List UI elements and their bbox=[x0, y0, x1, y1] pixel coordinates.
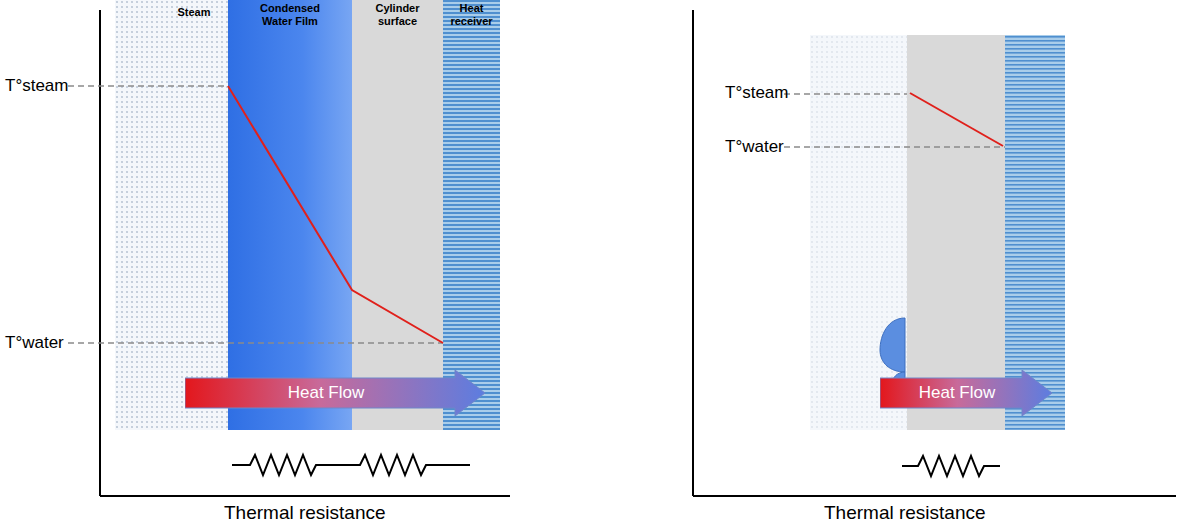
temperature-label: T°water bbox=[5, 333, 64, 353]
axis-title: Thermal resistance bbox=[224, 502, 386, 524]
arrow-body bbox=[185, 370, 485, 416]
temperature-profile bbox=[910, 93, 1003, 146]
axis-line bbox=[100, 495, 510, 497]
temperature-profile bbox=[228, 86, 443, 343]
arrow-text-holder: Heat Flow bbox=[880, 370, 1052, 416]
water-droplet bbox=[880, 318, 905, 372]
temperature-label: T°steam bbox=[5, 76, 68, 96]
band-heading: Heat receiver bbox=[444, 2, 499, 28]
band-heading: Steam bbox=[164, 6, 224, 19]
cylinder-band bbox=[907, 35, 1005, 430]
heat-flow-arrow: Heat Flow bbox=[185, 370, 485, 416]
axis-title: Thermal resistance bbox=[824, 502, 986, 524]
steam-band: Steam bbox=[115, 0, 228, 430]
resistor-symbol bbox=[232, 455, 470, 475]
arrow-text-holder: Heat Flow bbox=[185, 370, 485, 416]
temperature-label: T°steam bbox=[725, 83, 788, 103]
band-heading: Condensed Water Film bbox=[250, 2, 330, 28]
guide-line bbox=[784, 146, 1005, 148]
cylinder-band: Cylinder surface bbox=[352, 0, 443, 430]
resistor-symbol bbox=[902, 456, 1000, 476]
guide-line bbox=[68, 342, 443, 344]
heat-flow-arrow: Heat Flow bbox=[880, 370, 1052, 416]
receiver-band: Heat receiver bbox=[443, 0, 500, 430]
receiver-band bbox=[1005, 35, 1065, 430]
guide-line bbox=[68, 85, 228, 87]
axis-line bbox=[693, 495, 1176, 497]
guide-line bbox=[784, 93, 907, 95]
axis-line bbox=[692, 10, 694, 496]
arrow-label: Heat Flow bbox=[919, 383, 996, 403]
arrow-body bbox=[880, 370, 1052, 416]
band-heading: Cylinder surface bbox=[363, 2, 433, 28]
arrow-label: Heat Flow bbox=[288, 383, 365, 403]
axis-line bbox=[99, 10, 101, 496]
water-film-band: Condensed Water Film bbox=[228, 0, 352, 430]
temperature-label: T°water bbox=[725, 137, 784, 157]
